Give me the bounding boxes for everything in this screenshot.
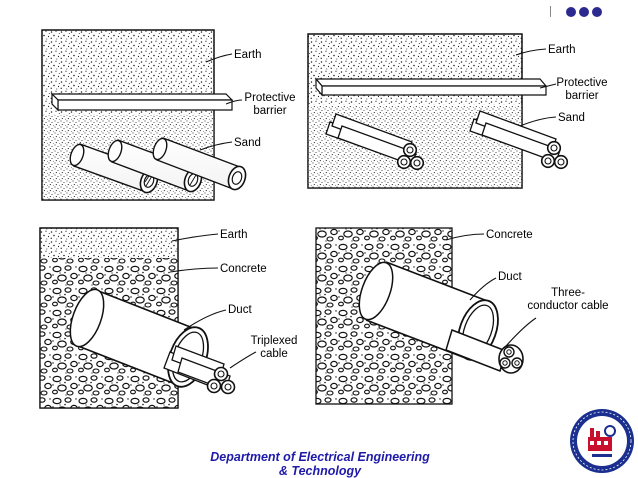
panel-direct-burial-single: Earth Protective barrier Sand (41, 29, 296, 201)
label-cable-line2: conductor cable (527, 300, 608, 312)
label-concrete: Concrete (220, 263, 267, 275)
footer-department: Department of Electrical Engineering & T… (190, 450, 450, 478)
footer-line2: & Technology (278, 464, 362, 478)
three-conductor-cable (445, 329, 524, 374)
slide-nav (550, 6, 602, 17)
panel-duct-three-conductor: Concrete Duct Three- conductor cable (315, 227, 609, 405)
label-protective-line2: barrier (565, 90, 598, 102)
label-earth: Earth (548, 44, 576, 56)
label-earth: Earth (234, 49, 262, 61)
label-protective-line1: Protective (244, 92, 295, 104)
label-cable-line2: cable (260, 348, 288, 360)
label-duct: Duct (228, 304, 252, 316)
protective-barrier (57, 99, 233, 111)
protective-barrier (321, 85, 547, 96)
panel-duct-triplexed: Earth Concrete Duct Triplexed cable (39, 227, 298, 409)
triplexed-cable (163, 345, 236, 395)
label-cable-line1: Triplexed (251, 335, 298, 347)
panel-direct-burial-triplex: Earth Protective barrier Sand (307, 33, 608, 189)
triplex-cable-right (469, 110, 569, 170)
label-sand: Sand (234, 137, 261, 149)
label-duct: Duct (498, 271, 522, 283)
protective-barrier-top (50, 93, 234, 101)
footer-line1: Department of Electrical Engineering (210, 450, 430, 464)
nav-dot-icon (566, 6, 576, 17)
triplex-cable-left (325, 113, 425, 171)
label-earth: Earth (220, 229, 248, 241)
label-protective-line2: barrier (253, 105, 286, 117)
label-sand: Sand (558, 112, 585, 124)
nav-dot-icon (579, 6, 589, 17)
cable-3 (152, 137, 247, 191)
university-seal-icon (570, 409, 634, 473)
protective-barrier-top (314, 78, 548, 87)
label-concrete: Concrete (486, 229, 533, 241)
nav-dot-icon (592, 6, 602, 17)
nav-separator (550, 6, 551, 17)
label-protective-line1: Protective (556, 77, 607, 89)
label-cable-line1: Three- (551, 287, 585, 299)
